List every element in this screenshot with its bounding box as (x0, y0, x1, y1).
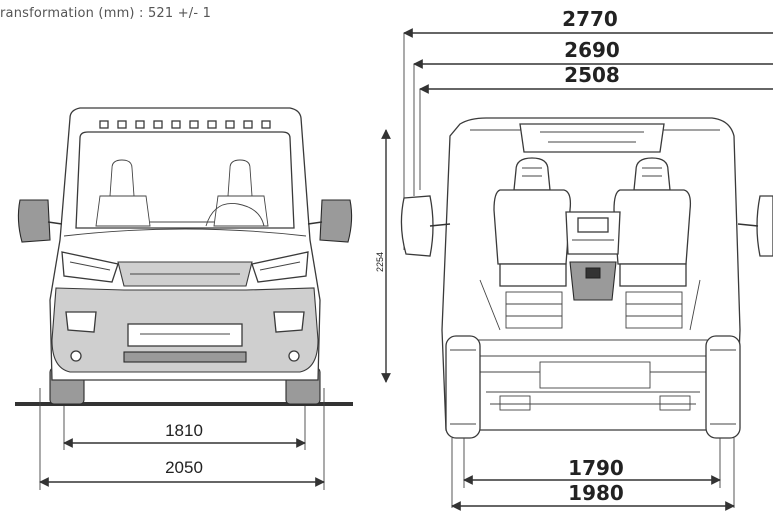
front-left-mirror (17, 199, 51, 243)
front-track-width-label: 1810 (165, 421, 203, 440)
hood-line (63, 228, 307, 237)
front-right-mirror (319, 199, 353, 243)
front-overall-width-label: 2050 (165, 458, 203, 477)
ground-line (15, 402, 353, 406)
rear-right-seat (613, 157, 692, 287)
rear-width-2770-label: 2770 (562, 7, 618, 31)
rear-left-mirror (400, 195, 434, 257)
rear-chassis (466, 339, 724, 411)
rear-seat-frames (479, 279, 701, 331)
caption-transformation: ransformation (mm) : 521 +/- 1 (0, 6, 212, 21)
rear-right-wheel (705, 335, 741, 439)
front-lower-intake (123, 351, 247, 363)
rear-right-mirror (756, 195, 773, 257)
front-left-headlight (61, 251, 119, 283)
rear-console-logo (585, 267, 601, 279)
front-view-vehicle (15, 107, 353, 406)
rear-left-wheel (445, 335, 481, 439)
front-bull-bar (127, 323, 243, 347)
front-left-fog-vent (65, 311, 97, 333)
rear-view-vehicle (400, 117, 773, 439)
front-right-headlight (251, 251, 309, 283)
front-left-fog-lamp (70, 350, 82, 362)
rear-width-2508-label: 2508 (564, 63, 620, 87)
rear-left-seat (493, 157, 572, 287)
front-windscreen (75, 131, 295, 229)
front-right-fog-vent (273, 311, 305, 333)
rear-center-console (569, 261, 617, 301)
rear-track-width-label: 1790 (568, 456, 624, 480)
rear-height-label: 2254 (375, 252, 385, 272)
rear-overall-width-label: 1980 (568, 481, 624, 505)
front-seats (95, 159, 269, 227)
roof-marker-lights (99, 120, 271, 129)
rear-roof-vent (519, 123, 665, 153)
rear-width-2690-label: 2690 (564, 38, 620, 62)
front-right-fog-lamp (288, 350, 300, 362)
